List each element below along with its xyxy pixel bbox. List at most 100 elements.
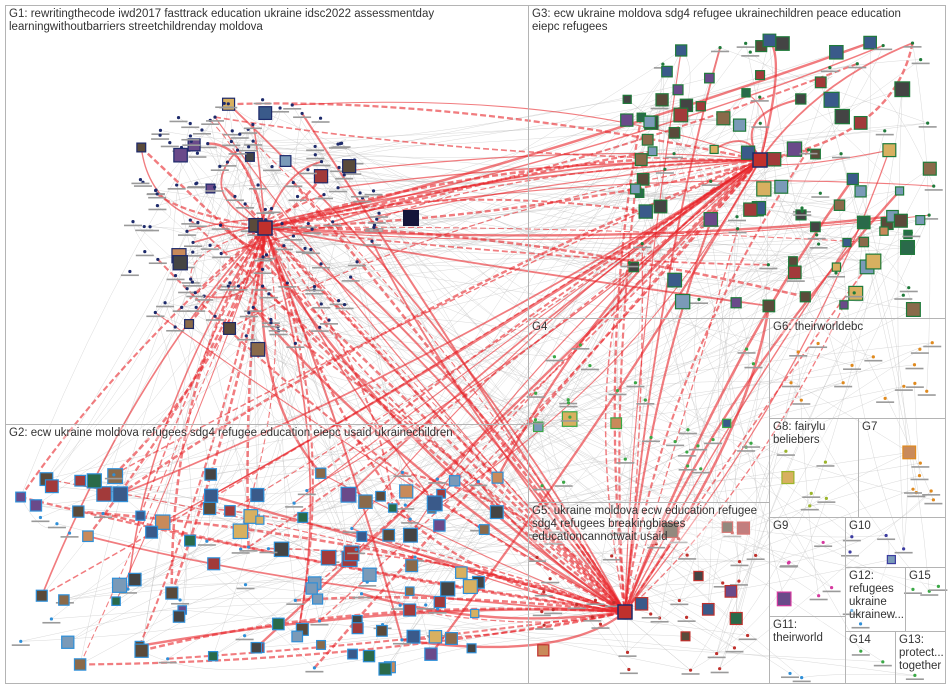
avatar-node (127, 572, 142, 587)
network-node (784, 449, 788, 453)
hub-edge (20, 495, 626, 614)
network-node (291, 234, 296, 238)
node-label-mark (864, 359, 883, 362)
avatar-node (634, 597, 649, 611)
avatar-node (610, 417, 623, 430)
network-node (649, 435, 653, 440)
network-node (112, 473, 116, 477)
avatar-node (899, 239, 916, 255)
network-edge (497, 159, 775, 478)
hub-edge (228, 102, 761, 162)
node-label-mark (707, 656, 726, 659)
network-edge (373, 190, 852, 537)
node-label-mark (160, 145, 179, 148)
network-edge (718, 228, 740, 562)
network-edge (270, 148, 795, 323)
node-label-mark (198, 146, 217, 149)
node-label-mark (283, 108, 302, 110)
avatar-node (653, 199, 668, 214)
node-label-mark (210, 169, 229, 171)
avatar-node (680, 631, 691, 642)
network-node (342, 173, 346, 177)
node-label-mark (11, 644, 30, 646)
network-node (291, 180, 295, 185)
node-label-mark (922, 494, 941, 496)
network-edge (719, 443, 757, 669)
hub-edge (623, 190, 901, 613)
node-label-mark (894, 298, 913, 300)
network-edge (176, 184, 252, 517)
network-node (685, 450, 689, 454)
network-edge (281, 223, 688, 467)
network-node (709, 179, 713, 183)
node-label-mark (197, 544, 216, 546)
group-label-g8: G8: fairylu beliebers (773, 421, 826, 447)
network-node (850, 363, 854, 367)
avatar-node (340, 486, 357, 503)
network-edge (321, 263, 914, 310)
network-node (929, 489, 933, 493)
node-label-mark (842, 539, 861, 542)
network-edge (79, 124, 254, 665)
node-label-mark (181, 138, 200, 141)
avatar-node (74, 474, 87, 487)
avatar-node (291, 630, 304, 643)
node-label-mark (253, 272, 272, 275)
network-node (927, 213, 931, 217)
node-label-mark (259, 551, 278, 554)
avatar-node (722, 418, 732, 429)
node-label-mark (274, 248, 293, 251)
avatar-node (721, 521, 734, 533)
avatar-node (662, 522, 679, 539)
avatar-node (250, 641, 263, 654)
network-node (821, 540, 825, 545)
network-node (930, 341, 934, 345)
node-label-mark (135, 254, 154, 257)
avatar-node (673, 107, 689, 123)
network-node (318, 116, 323, 120)
node-label-mark (230, 137, 249, 139)
node-label-mark (206, 120, 225, 122)
network-node (533, 418, 538, 422)
node-label-mark (158, 661, 177, 664)
network-edge (94, 480, 651, 615)
network-node (173, 274, 178, 278)
hub-edge (264, 148, 809, 230)
avatar-node (207, 651, 219, 662)
node-label-mark (665, 156, 684, 159)
node-label-mark (746, 558, 765, 561)
hub-edge (119, 159, 761, 496)
avatar-node (786, 141, 803, 157)
network-node (568, 415, 572, 419)
network-edge (228, 104, 630, 670)
network-edge (194, 144, 901, 221)
node-label-mark (723, 535, 742, 538)
network-node (684, 615, 689, 619)
avatar-node (232, 523, 249, 540)
network-node (400, 638, 404, 642)
node-label-mark (299, 226, 318, 229)
node-label-mark (301, 252, 320, 255)
node-label-mark (781, 676, 800, 679)
node-label-mark (151, 138, 170, 140)
avatar-node (136, 142, 147, 153)
network-node (246, 545, 251, 549)
network-edge (231, 141, 864, 223)
avatar-node (630, 183, 641, 195)
node-label-mark (690, 302, 709, 304)
avatar-node (378, 662, 392, 676)
avatar-node (111, 596, 121, 607)
network-node (413, 555, 417, 559)
node-label-mark (851, 626, 870, 629)
hub-edge (264, 198, 646, 229)
network-edge (801, 674, 915, 678)
node-label-mark (711, 50, 730, 53)
node-label-mark (104, 477, 123, 480)
node-label-mark (297, 493, 316, 496)
hub-node (257, 220, 273, 236)
node-label-mark (341, 280, 360, 282)
node-label-mark (905, 678, 924, 680)
network-node (306, 221, 310, 226)
network-edge (155, 281, 288, 313)
